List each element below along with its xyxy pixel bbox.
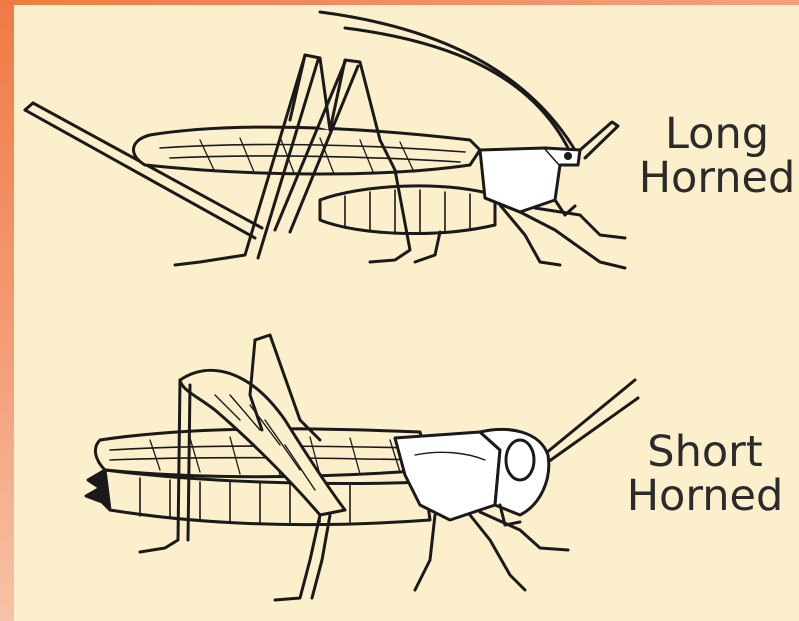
short-horned-label: Short Horned (620, 430, 790, 518)
short-horned-label-line2: Horned (620, 474, 790, 518)
short-horned-label-line1: Short (620, 430, 790, 474)
short-horned-grasshopper-drawing (86, 335, 638, 600)
long-horned-label-line1: Long (632, 112, 799, 156)
long-horned-grasshopper-drawing (25, 12, 625, 268)
long-horned-label-line2: Horned (632, 156, 799, 200)
long-horned-label: Long Horned (632, 112, 799, 200)
